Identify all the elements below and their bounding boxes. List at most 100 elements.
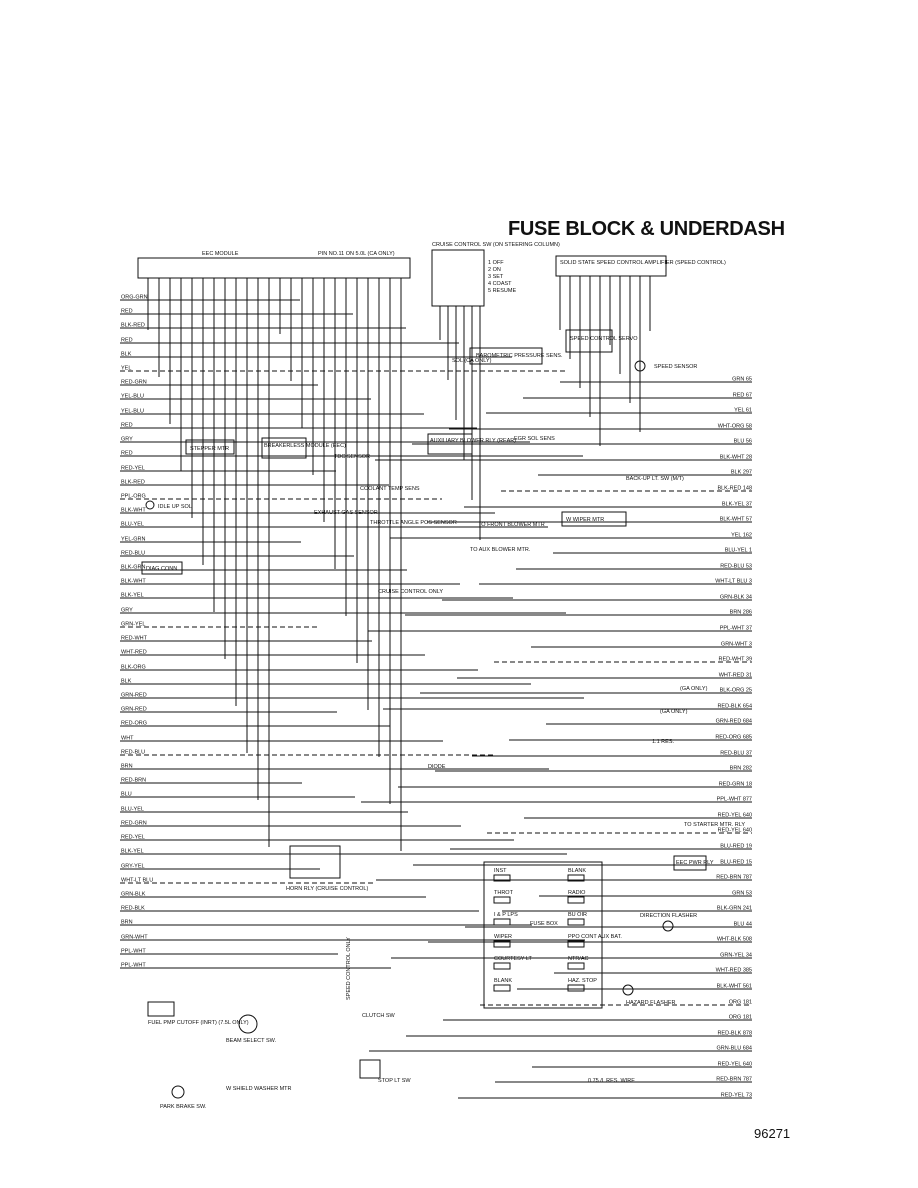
right-wire-label: PPL-WHT 877 — [717, 797, 752, 803]
svg-text:FUSE BOX: FUSE BOX — [530, 921, 558, 927]
svg-text:2 ON: 2 ON — [488, 267, 501, 273]
left-wire-label: GRN-YEL — [121, 622, 145, 628]
right-wire-label: RED-BLU 53 — [720, 564, 752, 570]
svg-text:W SHIELD WASHER MTR: W SHIELD WASHER MTR — [226, 1086, 292, 1092]
fuse-label: WIPER — [494, 934, 512, 940]
right-wire-label: ORG 181 — [729, 1000, 752, 1006]
svg-text:CRUISE CONTROL ONLY: CRUISE CONTROL ONLY — [378, 589, 443, 595]
left-wire-label: YEL — [121, 366, 131, 372]
right-wire-label: RED-BLK 654 — [717, 704, 752, 710]
left-wire-label: BRN — [121, 920, 133, 926]
left-wire-label: YEL-GRN — [121, 537, 145, 543]
svg-text:HORN RLY (CRUISE CONTROL): HORN RLY (CRUISE CONTROL) — [286, 886, 368, 892]
horn-relay — [289, 845, 341, 879]
right-wire-label: ORG 181 — [729, 1015, 752, 1021]
fuse-label: BU OIR — [568, 912, 587, 918]
svg-text:BEAM SELECT SW.: BEAM SELECT SW. — [226, 1038, 276, 1044]
left-wire-label: BLK-GRN — [121, 565, 145, 571]
pin-note: PIN NO.11 ON 5.0L (CA ONLY) — [318, 251, 395, 257]
left-wire-label: BLK-WHT — [121, 508, 146, 514]
right-wire-label: GRN-WHT 3 — [721, 642, 752, 648]
right-wire-label: PPL-WHT 37 — [720, 626, 752, 632]
svg-text:4 COAST: 4 COAST — [488, 281, 512, 287]
svg-text:STOP LT SW: STOP LT SW — [378, 1078, 411, 1084]
fuse-box — [483, 861, 603, 1009]
right-wire-label: BLU-RED 19 — [720, 844, 752, 850]
eec-power-relay — [673, 855, 707, 871]
fuse-slot — [493, 874, 511, 882]
barometric-sensor — [469, 347, 543, 365]
left-wire-label: BLK — [121, 679, 132, 685]
left-wire-label: RED-BLK — [121, 906, 145, 912]
right-wire-label: BRN 286 — [730, 610, 752, 616]
fuse-label: INST — [494, 868, 507, 874]
svg-text:FUEL PMP CUTOFF (INRT) (7.5L O: FUEL PMP CUTOFF (INRT) (7.5L ONLY) — [148, 1020, 249, 1026]
svg-text:DIAG CONN: DIAG CONN — [146, 566, 177, 572]
fuse-slot — [567, 984, 585, 992]
right-wire-label: RED-WHT 39 — [718, 657, 752, 663]
left-wire-label: BLU-YEL — [121, 522, 144, 528]
left-wire-label: BLU-YEL — [121, 807, 144, 813]
svg-text:(GA ONLY): (GA ONLY) — [680, 686, 708, 692]
svg-text:DIODE: DIODE — [428, 764, 446, 770]
breakerless-module — [261, 437, 307, 459]
right-wire-label: WHT-LT BLU 3 — [715, 579, 752, 585]
cruise-switch-label: CRUISE CONTROL SW (ON STEERING COLUMN) — [432, 242, 560, 248]
fuse-label: COURTESY LT — [494, 956, 533, 962]
right-wire-label: RED-BLK 878 — [717, 1031, 752, 1037]
left-wire-label: RED — [121, 309, 133, 315]
right-wire-label: BLK-GRN 241 — [717, 906, 752, 912]
svg-text:BAROMETRIC PRESSURE SENS.: BAROMETRIC PRESSURE SENS. — [476, 353, 563, 359]
svg-text:1 OFF: 1 OFF — [488, 260, 504, 266]
right-wire-label: GRN-BLK 34 — [720, 595, 752, 601]
fuse-label: BLANK — [568, 868, 586, 874]
svg-text:PARK BRAKE SW.: PARK BRAKE SW. — [160, 1104, 207, 1110]
right-wire-label: YEL 162 — [731, 533, 752, 539]
svg-text:BACK-UP LT. SW (M/T): BACK-UP LT. SW (M/T) — [626, 476, 684, 482]
right-wire-label: GRN 53 — [732, 891, 752, 897]
left-wire-label: RED-ORG — [121, 721, 147, 727]
right-wire-label: WHT-RED 385 — [716, 968, 752, 974]
right-wire-label: BLK-RED 148 — [717, 486, 752, 492]
svg-text:CLUTCH SW: CLUTCH SW — [362, 1013, 396, 1019]
left-wire-label: BLK-YEL — [121, 593, 144, 599]
left-wire-label: RED-BLU — [121, 750, 145, 756]
right-wire-label: RED-BRN 787 — [716, 1077, 752, 1083]
fuse-label: THROT — [494, 890, 514, 896]
diagram-title: FUSE BLOCK & UNDERDASH — [508, 218, 785, 240]
svg-text:EEC PWR RLY: EEC PWR RLY — [676, 860, 714, 866]
right-wire-label: RED-YEL 640 — [718, 813, 752, 819]
right-wire-label: BLK-WHT 57 — [720, 517, 752, 523]
right-wire-label: GRN-BLU 684 — [717, 1046, 752, 1052]
left-wire-label: RED-GRN — [121, 821, 147, 827]
right-wire-label: BLK 297 — [731, 470, 752, 476]
left-wire-label: BLK-RED — [121, 480, 145, 486]
svg-text:TDC SENSOR: TDC SENSOR — [334, 454, 370, 460]
fuse-slot — [567, 918, 585, 926]
left-wire-label: BLU — [121, 792, 132, 798]
right-wire-label: GRN-YEL 34 — [720, 953, 752, 959]
svg-text:1.1 RES.: 1.1 RES. — [652, 739, 674, 745]
left-wire-label: GRN-WHT — [121, 935, 148, 941]
left-wire-label: RED-BLU — [121, 551, 145, 557]
svg-text:BREAKERLESS MODULE (EEC): BREAKERLESS MODULE (EEC) — [264, 443, 346, 449]
left-wire-label: RED-WHT — [121, 636, 148, 642]
svg-text:TO FRONT BLOWER MTR: TO FRONT BLOWER MTR — [478, 522, 545, 528]
fuse-slot — [567, 962, 585, 970]
left-wire-label: GRN-RED — [121, 693, 147, 699]
svg-text:THROTTLE ANGLE POS SENSOR: THROTTLE ANGLE POS SENSOR — [370, 520, 457, 526]
left-wire-label: RED — [121, 423, 133, 429]
fuse-label: HAZ. STOP — [568, 978, 597, 984]
left-wire-label: GRY — [121, 608, 133, 614]
left-wire-label: GRN-BLK — [121, 892, 146, 898]
right-wire-label: BLK-WHT 561 — [717, 984, 752, 990]
svg-text:TO AUX BLOWER MTR.: TO AUX BLOWER MTR. — [470, 547, 531, 553]
svg-text:STEPPER MTR: STEPPER MTR — [190, 446, 229, 452]
fuse-label: I & P LPS — [494, 912, 518, 918]
eec-module-label: EEC MODULE — [202, 251, 239, 257]
right-wire-label: WHT-BLK 508 — [717, 937, 752, 943]
left-wire-label: PPL-ORG — [121, 494, 146, 500]
left-wire-label: WHT-RED — [121, 650, 147, 656]
fuse-label: BLANK — [494, 978, 512, 984]
